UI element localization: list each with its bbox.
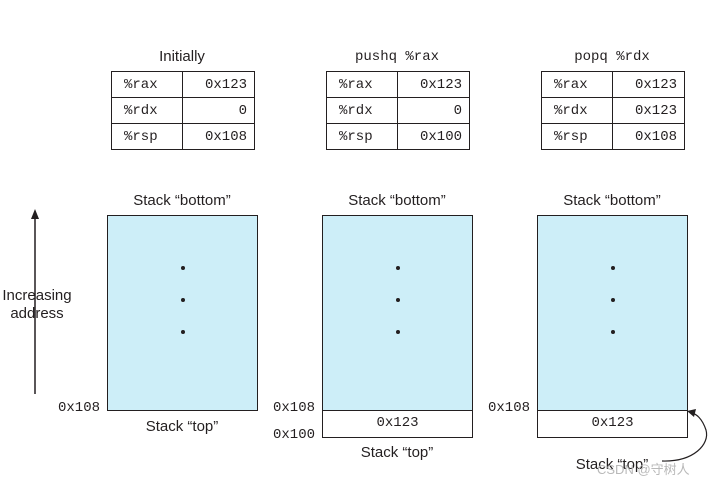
ellipsis-dot: [181, 330, 185, 334]
stack-region-popq: [537, 215, 688, 411]
register-name: %rdx: [326, 97, 398, 124]
side-label-line1: Increasing: [2, 287, 72, 304]
address-label-top-pushq: 0x108: [272, 400, 315, 416]
register-name: %rax: [541, 71, 613, 98]
ellipsis-dot: [611, 298, 615, 302]
stack-top-label-pushq: Stack “top”: [360, 444, 434, 461]
address-label-top-popq: 0x108: [487, 400, 530, 416]
register-value: 0: [182, 97, 255, 124]
ellipsis-dot: [396, 266, 400, 270]
register-value: 0: [397, 97, 470, 124]
ellipsis-dot: [181, 298, 185, 302]
ellipsis-dot: [181, 266, 185, 270]
address-label-bottom-pushq: 0x100: [272, 427, 315, 443]
stack-bottom-label-pushq: Stack “bottom”: [348, 192, 446, 209]
register-value: 0x123: [612, 71, 685, 98]
register-value: 0x123: [397, 71, 470, 98]
register-row: %rax 0x123: [541, 71, 685, 98]
register-row: %rax 0x123: [326, 71, 470, 98]
register-name: %rax: [111, 71, 183, 98]
register-name: %rdx: [541, 97, 613, 124]
ellipsis-dot: [611, 266, 615, 270]
register-name: %rax: [326, 71, 398, 98]
increasing-address-label: Increasing address: [0, 287, 74, 323]
stack-top-label-popq: Stack “top”: [575, 456, 649, 473]
register-row: %rsp 0x108: [111, 123, 255, 150]
stack-bottom-label-initially: Stack “bottom”: [133, 192, 231, 209]
register-name: %rdx: [111, 97, 183, 124]
register-table-pushq: %rax 0x123 %rdx 0 %rsp 0x100: [326, 71, 470, 150]
stack-region-pushq: [322, 215, 473, 411]
ellipsis-dot: [396, 298, 400, 302]
register-value: 0x108: [182, 123, 255, 150]
register-row: %rdx 0x123: [541, 97, 685, 124]
stack-region-initially: [107, 215, 258, 411]
register-name: %rsp: [541, 123, 613, 150]
register-value: 0x123: [182, 71, 255, 98]
stack-bottom-label-popq: Stack “bottom”: [563, 192, 661, 209]
ellipsis-dot: [396, 330, 400, 334]
stack-cell-pushq: 0x123: [322, 411, 473, 438]
register-value: 0x108: [612, 123, 685, 150]
ellipsis-dot: [611, 330, 615, 334]
column-title-popq: popq %rdx: [574, 49, 650, 65]
watermark: CSDN @守树人: [597, 462, 690, 477]
register-row: %rdx 0: [326, 97, 470, 124]
column-title-pushq: pushq %rax: [354, 49, 439, 65]
register-table-initially: %rax 0x123 %rdx 0 %rsp 0x108: [111, 71, 255, 150]
column-title-initially: Initially: [159, 48, 205, 65]
address-label-top-initially: 0x108: [57, 400, 100, 416]
register-name: %rsp: [111, 123, 183, 150]
register-row: %rsp 0x100: [326, 123, 470, 150]
register-row: %rdx 0: [111, 97, 255, 124]
stack-top-label-initially: Stack “top”: [145, 418, 219, 435]
register-value: 0x123: [612, 97, 685, 124]
register-name: %rsp: [326, 123, 398, 150]
stack-cell-popq: 0x123: [537, 411, 688, 438]
register-row: %rax 0x123: [111, 71, 255, 98]
register-value: 0x100: [397, 123, 470, 150]
side-label-line2: address: [10, 305, 64, 322]
register-row: %rsp 0x108: [541, 123, 685, 150]
register-table-popq: %rax 0x123 %rdx 0x123 %rsp 0x108: [541, 71, 685, 150]
increasing-address-arrow: [31, 209, 39, 394]
stack-top-pointer-arrow: [661, 409, 708, 462]
